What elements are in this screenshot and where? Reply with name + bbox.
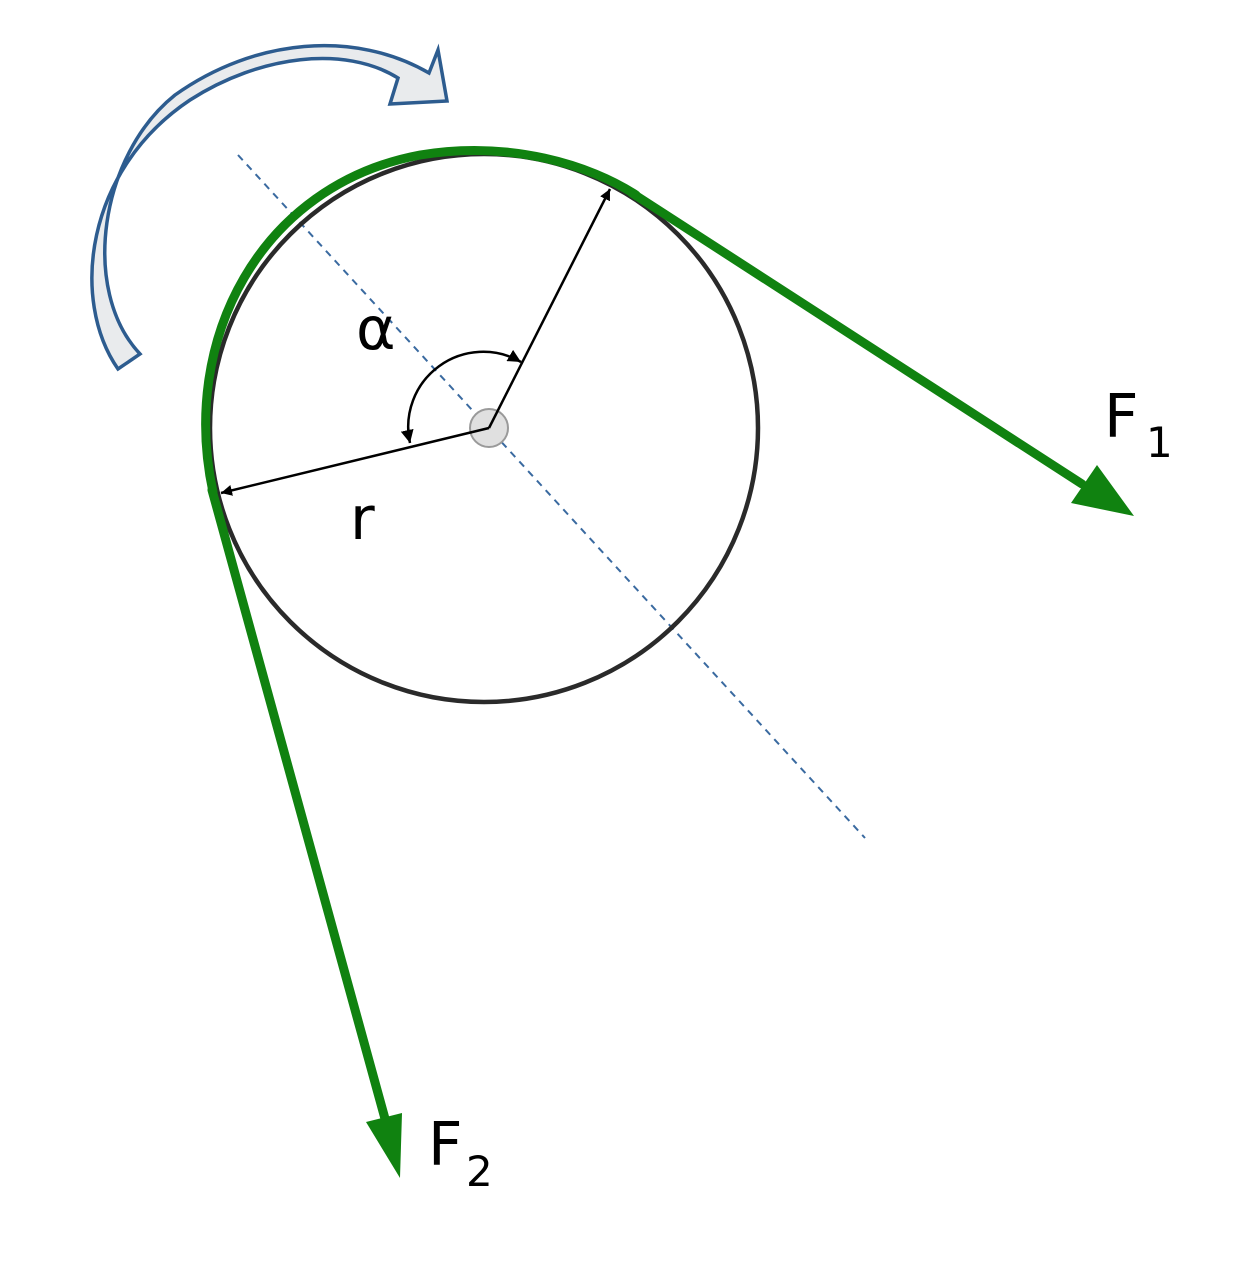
radius-label: r bbox=[350, 484, 375, 554]
force-1-label: F bbox=[1104, 382, 1139, 452]
force-2-label: F bbox=[428, 1110, 463, 1180]
angle-label: α bbox=[356, 294, 396, 364]
symmetry-axis-line bbox=[237, 154, 866, 839]
belt-wrap bbox=[201, 146, 641, 497]
force-2-arrowhead bbox=[366, 1113, 402, 1178]
radius-line-lower bbox=[220, 426, 490, 496]
force-2-subscript: 2 bbox=[466, 1147, 493, 1196]
force-1-arrowhead bbox=[1071, 465, 1134, 516]
radius-line-upper bbox=[487, 188, 612, 429]
rotation-arrow-icon bbox=[90, 43, 450, 372]
force-1-subscript: 1 bbox=[1146, 418, 1173, 467]
force-1-line bbox=[627, 188, 1087, 489]
force-2-line bbox=[207, 485, 392, 1131]
wrap-angle-arc bbox=[400, 349, 522, 444]
